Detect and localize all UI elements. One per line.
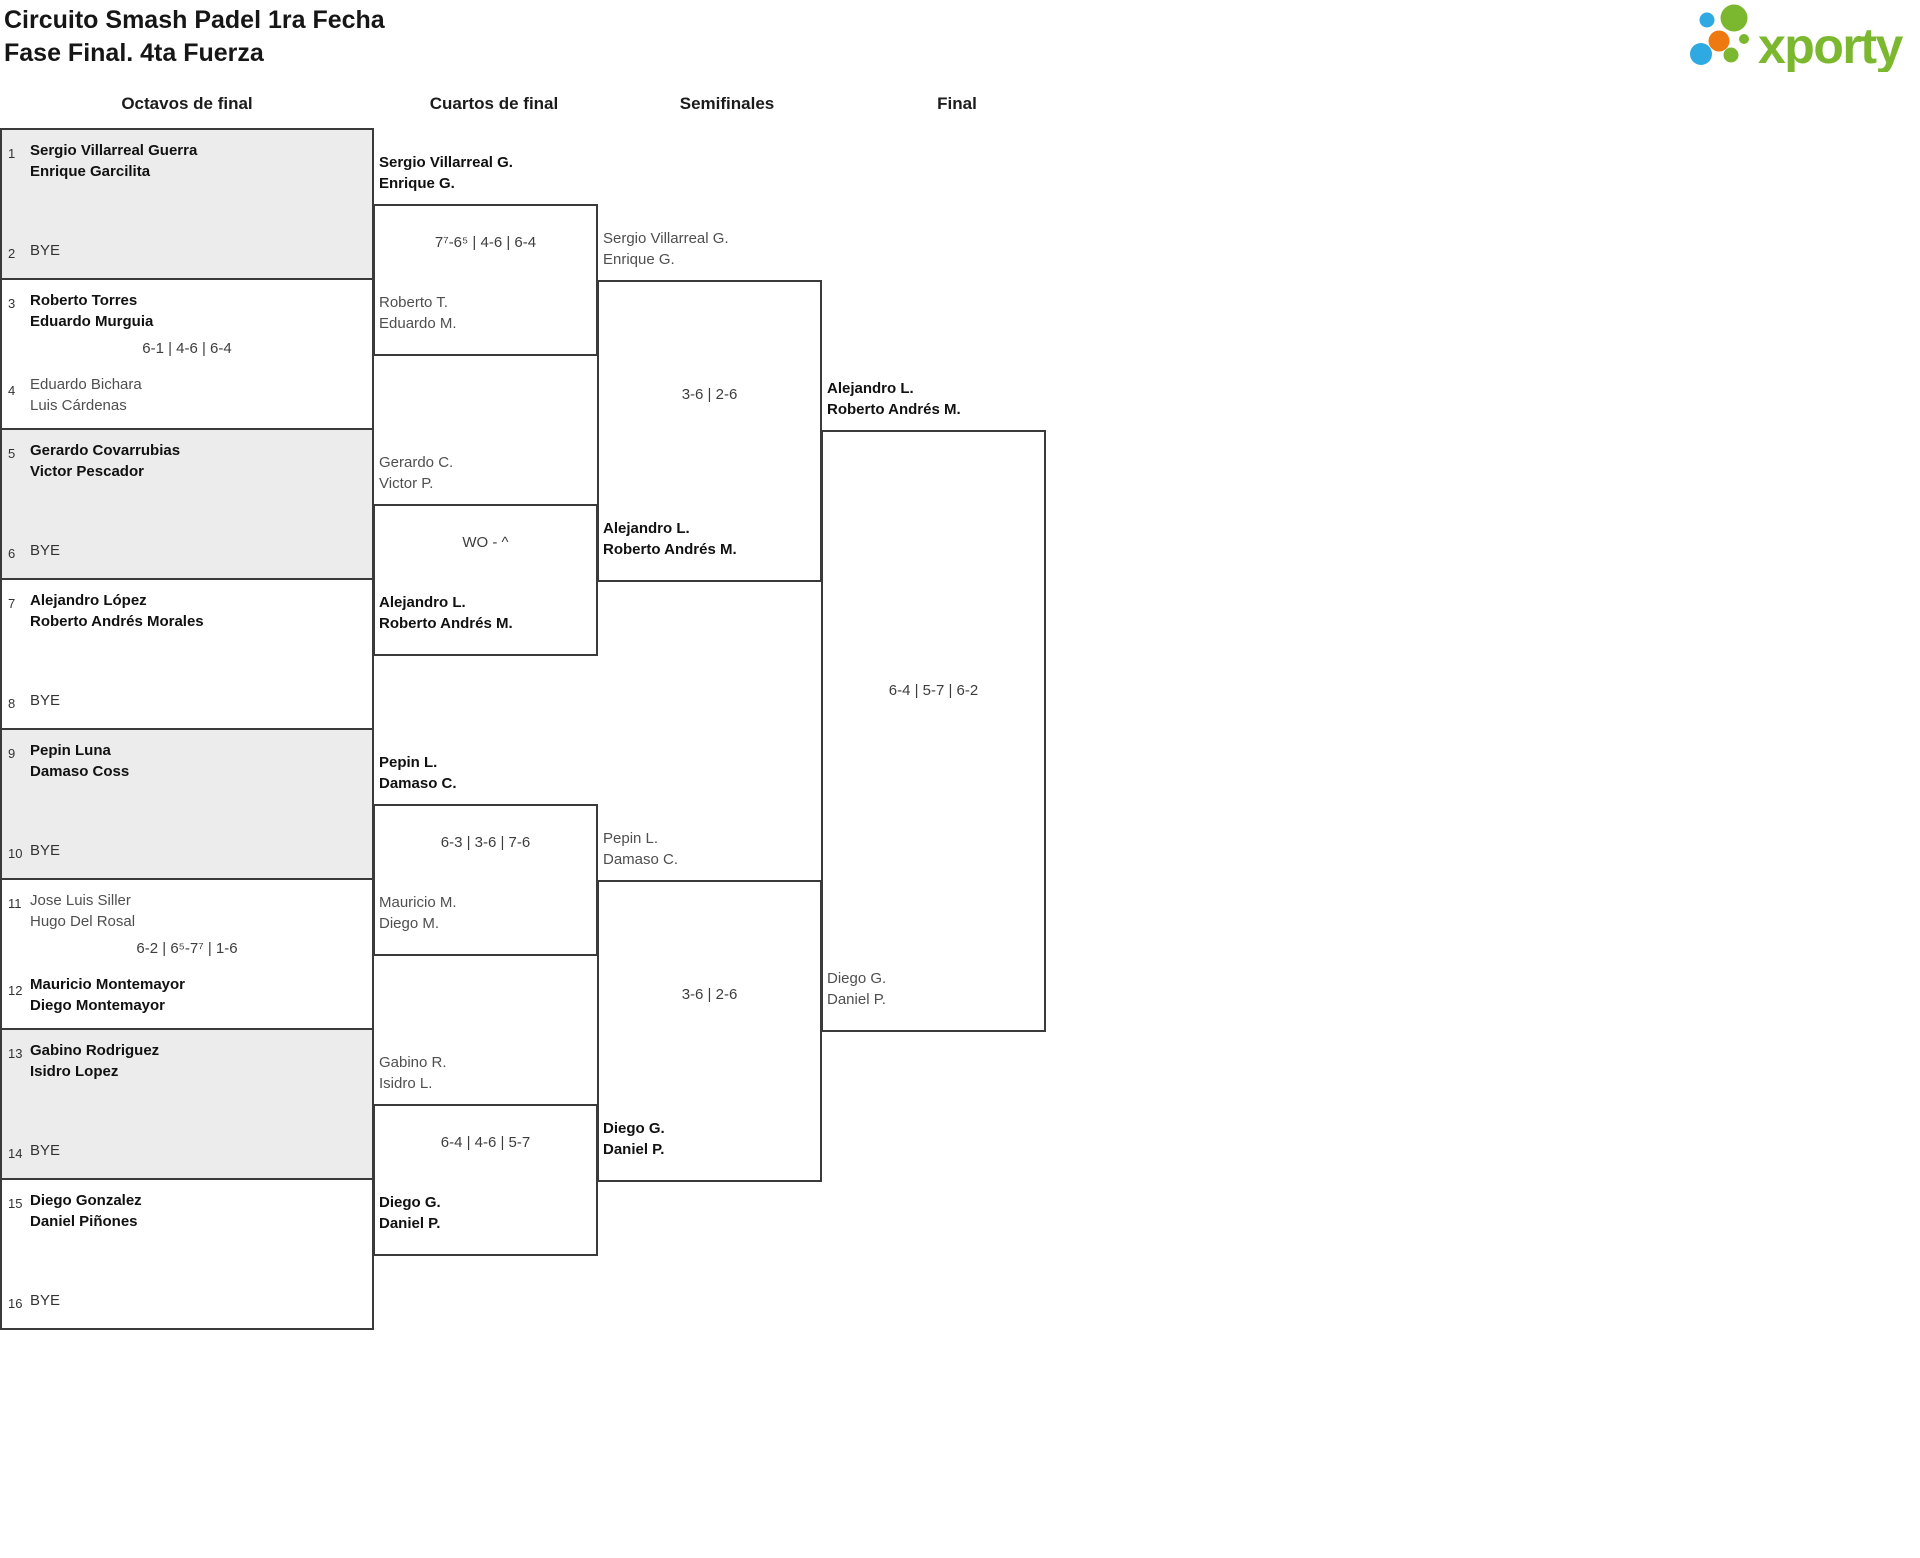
- seed-number: 11: [8, 896, 22, 911]
- logo-wordmark: xporty: [1758, 18, 1904, 72]
- match-box-final: Alejandro L.Roberto Andrés M. 6-4 | 5-7 …: [821, 380, 1046, 1032]
- match-score: WO - ^: [462, 534, 509, 551]
- round-header-octavos: Octavos de final: [121, 94, 253, 113]
- xporty-logo[interactable]: xporty: [1684, 2, 1920, 72]
- match-score: 6-4 | 5-7 | 6-2: [888, 682, 979, 699]
- seed-number: 7: [8, 596, 16, 611]
- match-box-semifinal-2: Pepin L.Damaso C. 3-6 | 2-6 Diego G.Dani…: [597, 830, 822, 1182]
- match-score: 6-2 | 6⁵-7⁷ | 1-6: [136, 940, 238, 957]
- team-name: Pepin L.Damaso C.: [379, 754, 457, 792]
- team-name: Sergio Villarreal G.Enrique G.: [379, 154, 513, 192]
- team-name: Alejandro L.Roberto Andrés M.: [603, 520, 737, 558]
- bye-label: BYE: [30, 842, 61, 859]
- match-box-semifinal-1: Sergio Villarreal G.Enrique G. 3-6 | 2-6…: [597, 230, 822, 582]
- seed-number: 13: [8, 1046, 23, 1061]
- seed-number: 16: [8, 1296, 23, 1311]
- match-box-cuartos-4: Gabino R.Isidro L. 6-4 | 4-6 | 5-7 Diego…: [373, 1054, 598, 1256]
- bye-label: BYE: [30, 542, 61, 559]
- seed-number: 5: [8, 446, 16, 461]
- bye-label: BYE: [30, 1142, 61, 1159]
- seed-number: 15: [8, 1196, 23, 1211]
- round-header-semifinales: Semifinales: [679, 94, 775, 113]
- bye-label: BYE: [30, 242, 61, 259]
- team-name: Sergio Villarreal G.Enrique G.: [603, 230, 729, 268]
- team-name: Alejandro L.Roberto Andrés M.: [379, 594, 513, 632]
- round-header-final: Final: [937, 94, 977, 113]
- match-score: 7⁷-6⁵ | 4-6 | 6-4: [434, 234, 537, 251]
- team-name: Pepin L.Damaso C.: [603, 830, 679, 868]
- seed-number: 6: [8, 546, 16, 561]
- seed-number: 8: [8, 696, 16, 711]
- bye-label: BYE: [30, 692, 61, 709]
- team-name: Diego G.Daniel P.: [603, 1120, 665, 1158]
- team-name: Mauricio M.Diego M.: [379, 894, 457, 932]
- round-header-cuartos: Cuartos de final: [429, 94, 559, 113]
- match-score: 3-6 | 2-6: [681, 986, 738, 1003]
- bye-label: BYE: [30, 1292, 61, 1309]
- seed-number: 3: [8, 296, 16, 311]
- team-name: Gabino R.Isidro L.: [379, 1054, 447, 1092]
- seed-number: 12: [8, 983, 23, 998]
- seed-number: 4: [8, 383, 16, 398]
- match-score: 6-1 | 4-6 | 6-4: [142, 340, 232, 357]
- match-box-cuartos-3: Pepin L.Damaso C. 6-3 | 3-6 | 7-6 Mauric…: [373, 754, 598, 956]
- page-title-line2: Fase Final. 4ta Fuerza: [4, 39, 264, 67]
- match-score: 6-3 | 3-6 | 7-6: [440, 834, 531, 851]
- match-box-cuartos-2: Gerardo C.Victor P. WO - ^ Alejandro L.R…: [373, 454, 598, 656]
- team-name-champion: Alejandro L.Roberto Andrés M.: [827, 380, 961, 418]
- team-name: Roberto T.Eduardo M.: [379, 294, 457, 332]
- logo-dots-icon: [1690, 4, 1749, 65]
- seed-number: 1: [8, 146, 16, 161]
- page-title: Circuito Smash Padel 1ra Fecha Fase Fina…: [4, 4, 385, 70]
- match-score: 3-6 | 2-6: [681, 386, 738, 403]
- match-score: 6-4 | 4-6 | 5-7: [440, 1134, 531, 1151]
- seed-number: 9: [8, 746, 16, 761]
- team-name: Diego G.Daniel P.: [379, 1194, 441, 1232]
- match-box-cuartos-1: Sergio Villarreal G.Enrique G. 7⁷-6⁵ | 4…: [373, 154, 598, 356]
- page-title-line1: Circuito Smash Padel 1ra Fecha: [4, 6, 385, 34]
- team-name: Gerardo C.Victor P.: [379, 454, 454, 492]
- seed-number: 14: [8, 1146, 23, 1161]
- team-name: Diego G.Daniel P.: [827, 970, 887, 1008]
- seed-number: 10: [8, 846, 23, 861]
- seed-number: 2: [8, 246, 16, 261]
